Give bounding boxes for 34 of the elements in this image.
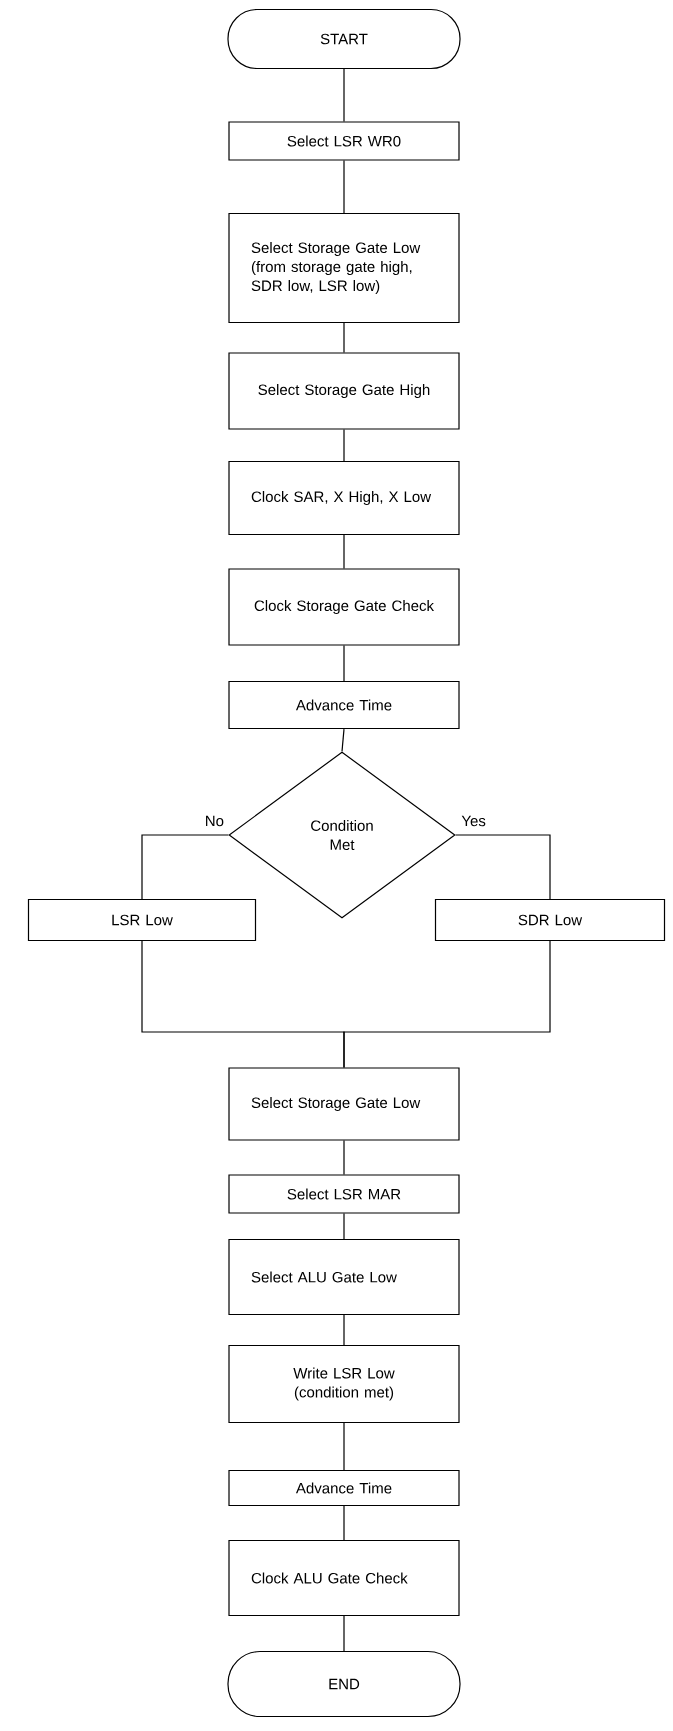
terminal-box: END	[227, 1650, 461, 1718]
edge-label: No	[203, 814, 225, 828]
process-box: Clock SAR, X High, X Low	[228, 460, 460, 536]
connector-line	[343, 534, 345, 569]
process-box: Select LSR MAR	[228, 1174, 460, 1214]
connector-line	[341, 728, 345, 752]
process-box: Clock ALU Gate Check	[228, 1539, 460, 1617]
connector-line	[343, 160, 345, 214]
connector-line	[343, 645, 345, 682]
connector-line	[343, 1422, 345, 1471]
connector-line	[343, 1505, 345, 1541]
connector-line	[343, 322, 345, 353]
connector-line	[343, 1213, 345, 1240]
process-box: Clock Storage Gate Check	[228, 568, 460, 646]
process-box: SDR Low	[434, 898, 666, 942]
process-box: Select Storage Gate High	[228, 352, 460, 430]
connector-line	[343, 68, 345, 122]
process-box: Advance Time	[228, 680, 460, 730]
connector-line	[343, 1615, 345, 1652]
process-box: Select Storage Gate Low (from storage gate high, SDR low, LSR low)	[228, 212, 460, 324]
process-box: Advance Time	[228, 1469, 460, 1507]
edge-label: Yes	[460, 814, 487, 828]
connector-line	[141, 834, 229, 900]
connector-line	[343, 1314, 345, 1346]
connector-line	[343, 1140, 345, 1175]
process-box: Select ALU Gate Low	[228, 1238, 460, 1316]
process-box: Select Storage Gate Low	[228, 1067, 460, 1141]
connector-line	[343, 429, 345, 462]
process-box: Write LSR Low (condition met)	[228, 1344, 460, 1424]
terminal-box: START	[227, 8, 461, 70]
process-box: Select LSR WR0	[228, 121, 460, 161]
connector-line	[455, 834, 551, 900]
connector-line	[343, 940, 551, 1068]
process-box: LSR Low	[27, 898, 257, 942]
